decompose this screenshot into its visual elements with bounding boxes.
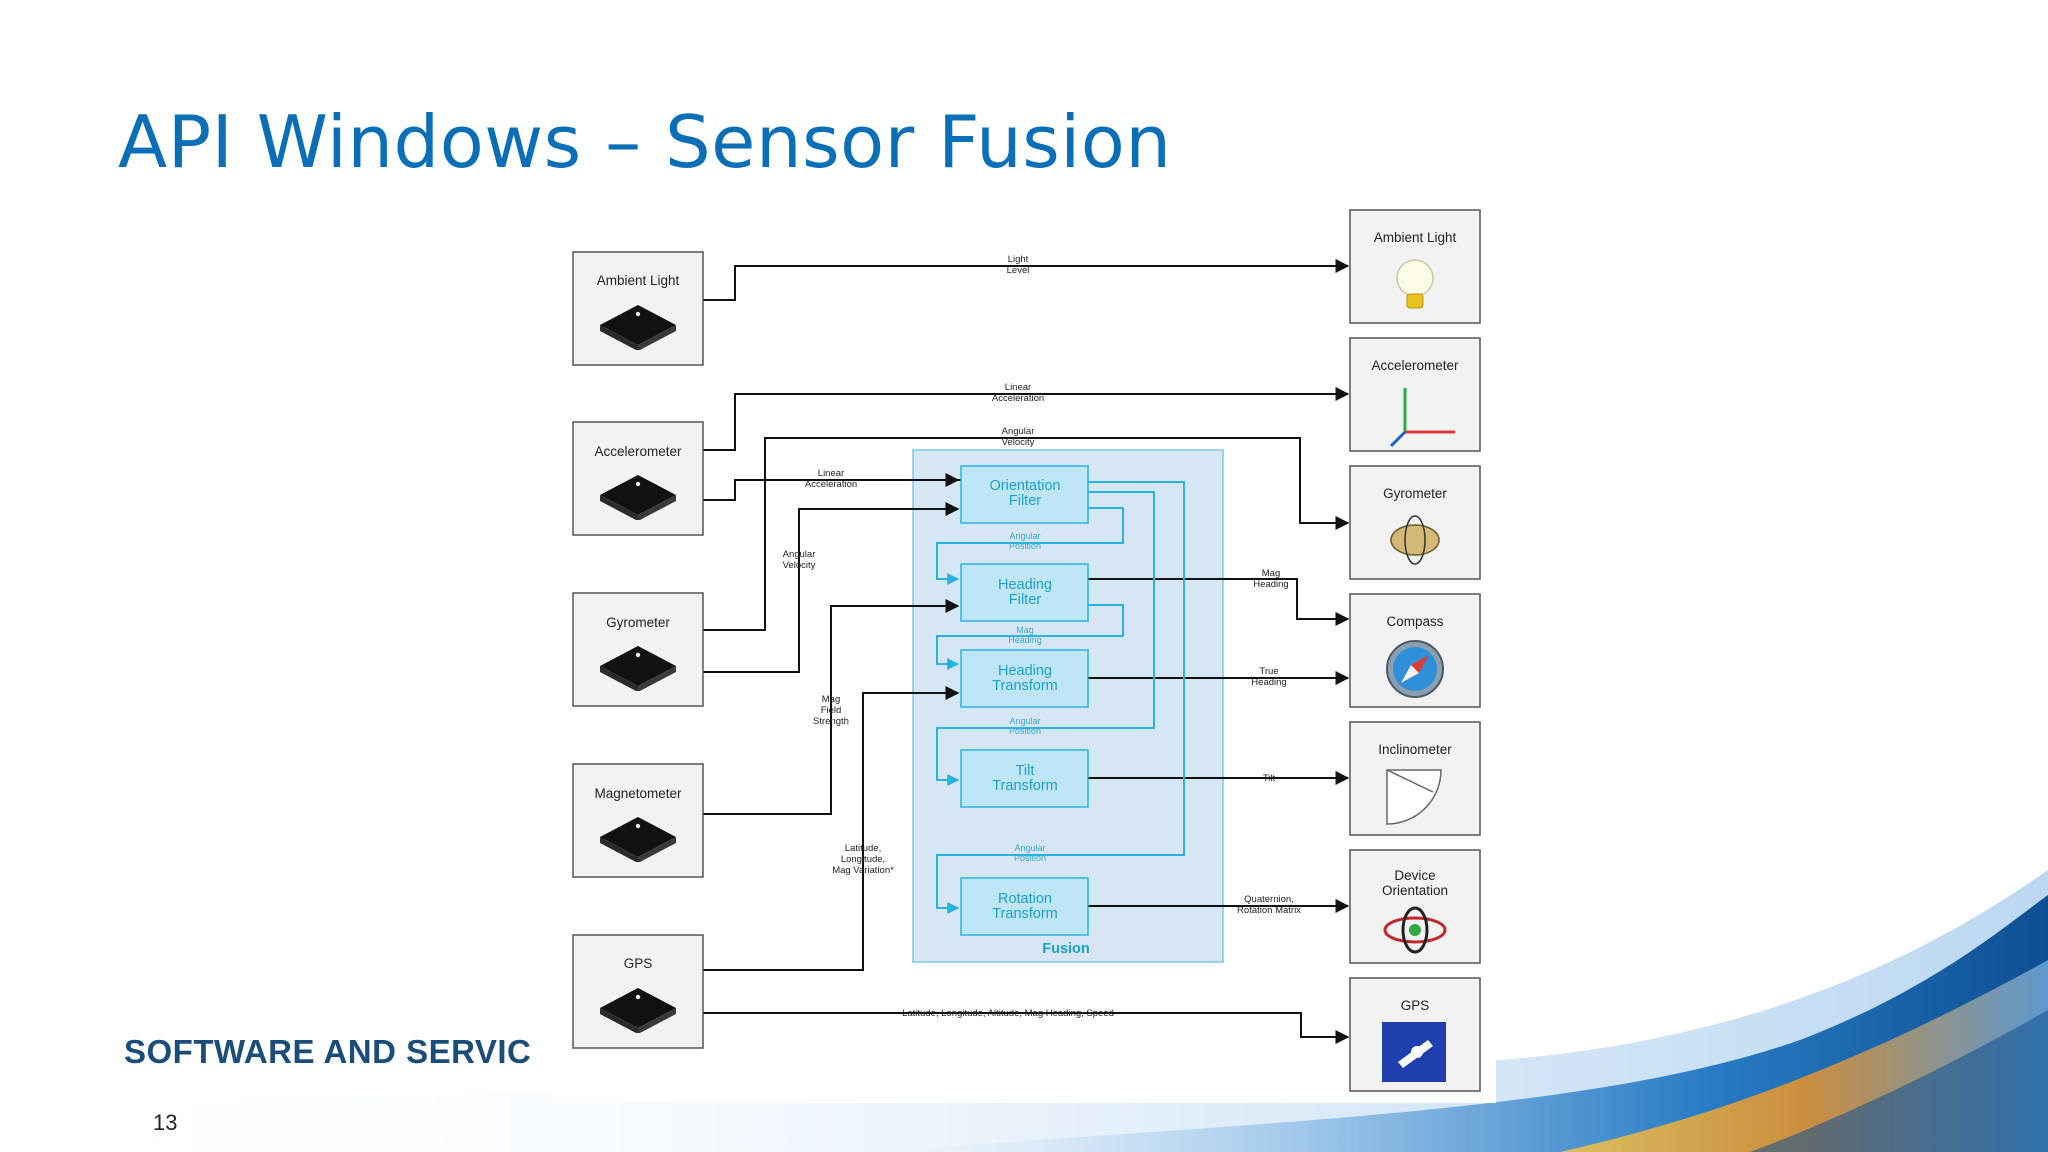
output-label: GPS	[1401, 998, 1430, 1013]
orientation-filter-label-2: Filter	[1009, 493, 1041, 509]
output-gps: GPS	[1349, 977, 1481, 1092]
flow-angular-pos-3a: Angular	[1014, 843, 1045, 853]
sensor-gyrometer: Gyrometer	[572, 592, 704, 707]
blue-headfilter-to-headtrans	[936, 604, 1124, 670]
flow-mag-field-1: Mag	[822, 694, 840, 705]
heading-transform-label-1: Heading	[998, 663, 1052, 679]
sensor-ambient-light: Ambient Light	[572, 251, 704, 366]
line-gyro-out	[703, 437, 1350, 631]
flow-mag-heading-inner-2: Heading	[1008, 635, 1042, 645]
fusion-label: Fusion	[1042, 941, 1090, 957]
flow-linear-acc-top-1: Linear	[1005, 382, 1031, 393]
flow-quaternion-1: Quaternion,	[1244, 894, 1294, 905]
flow-angular-vel-top-1: Angular	[1002, 426, 1035, 437]
flow-gps-out: Latitude, Longitude, Altitude, Mag Headi…	[902, 1008, 1114, 1019]
flow-angular-pos-2a: Angular	[1009, 716, 1040, 726]
line-gyro-in	[703, 502, 960, 673]
output-gyrometer: Gyrometer	[1349, 465, 1481, 580]
output-compass: Compass	[1349, 593, 1481, 708]
flow-light-level-2: Level	[1007, 265, 1030, 276]
orientation-filter-label-1: Orientation	[990, 478, 1061, 494]
output-label: Compass	[1386, 614, 1443, 629]
heading-transform-block	[960, 649, 1089, 708]
flow-linear-acc-top-2: Acceleration	[992, 393, 1044, 404]
flow-angular-pos-1a: Angular	[1009, 531, 1040, 541]
blue-orient-to-heading	[936, 507, 1124, 585]
sensor-gps: GPS	[572, 934, 704, 1049]
output-label: Accelerometer	[1371, 358, 1459, 373]
sensor-magnetometer: Magnetometer	[572, 763, 704, 878]
compass-icon	[1386, 640, 1444, 698]
line-mag-heading-out	[1088, 578, 1350, 626]
flow-angular-pos-1b: Position	[1009, 541, 1041, 551]
line-gps-out	[703, 1012, 1350, 1044]
flow-true-heading-1: True	[1259, 666, 1278, 677]
line-mag-in	[703, 599, 960, 815]
sensor-label: Gyrometer	[606, 615, 670, 630]
footer-brand: SOFTWARE AND SERVIC	[124, 1033, 532, 1070]
sensor-label: GPS	[624, 956, 653, 971]
protractor-icon	[1386, 769, 1442, 825]
blue-orient-to-tilt	[936, 491, 1155, 786]
flow-linear-acc-in-2: Acceleration	[805, 479, 857, 490]
diagram-canvas: Fusion	[572, 209, 1481, 1092]
flow-mag-heading-out-2: Heading	[1253, 579, 1288, 590]
tilt-transform-label-2: Transform	[992, 778, 1058, 794]
output-label: Ambient Light	[1374, 230, 1457, 245]
line-linear-acc-in	[703, 473, 960, 501]
sensor-label: Ambient Light	[597, 273, 680, 288]
flow-quaternion-2: Rotation Matrix	[1237, 905, 1301, 916]
sensor-fusion-diagram: Fusion	[553, 200, 1496, 1103]
satellite-icon	[1382, 1022, 1446, 1082]
output-label: Gyrometer	[1383, 486, 1447, 501]
flow-linear-acc-in-1: Linear	[818, 468, 844, 479]
flow-latlong-2: Longitude,	[841, 854, 885, 865]
sensor-label: Accelerometer	[594, 444, 682, 459]
heading-filter-label-2: Filter	[1009, 592, 1041, 608]
rotation-transform-label-1: Rotation	[998, 891, 1052, 907]
sensor-accelerometer: Accelerometer	[572, 421, 704, 536]
rotation-transform-block	[960, 877, 1089, 936]
tilt-transform-label-1: Tilt	[1016, 763, 1035, 779]
heading-transform-label-2: Transform	[992, 678, 1058, 694]
gyroscope-icon	[1390, 515, 1440, 565]
output-label: Inclinometer	[1378, 742, 1452, 757]
blue-orient-to-rotation	[936, 481, 1185, 914]
light-bulb-icon	[1396, 259, 1434, 309]
output-accelerometer: Accelerometer	[1349, 337, 1481, 452]
slide-title: API Windows – Sensor Fusion	[118, 100, 1172, 184]
flow-angular-vel-in-2: Velocity	[783, 560, 816, 571]
flow-mag-field-2: Field	[821, 705, 842, 716]
page-number: 13	[153, 1110, 178, 1135]
sensor-label: Magnetometer	[594, 786, 682, 801]
heading-filter-label-1: Heading	[998, 577, 1052, 593]
flow-angular-pos-3b: Position	[1014, 853, 1046, 863]
orientation-filter-block	[960, 465, 1089, 524]
flow-latlong-3: Mag Variation*	[832, 865, 894, 876]
flow-angular-vel-top-2: Velocity	[1002, 437, 1035, 448]
flow-mag-heading-inner-1: Mag	[1016, 625, 1034, 635]
flow-true-heading-2: Heading	[1251, 677, 1286, 688]
line-light-level	[703, 259, 1350, 301]
flow-mag-field-3: Strength	[813, 716, 849, 727]
line-gps-in	[703, 686, 960, 971]
tilt-transform-block	[960, 749, 1089, 808]
output-label-line2: Orientation	[1382, 883, 1448, 898]
axes-icon	[1389, 388, 1455, 448]
flow-angular-pos-2b: Position	[1009, 726, 1041, 736]
output-ambient-light: Ambient Light	[1349, 209, 1481, 324]
flow-latlong-1: Latitude,	[845, 843, 881, 854]
line-accel-out	[703, 387, 1350, 451]
rotation-rings-icon	[1383, 906, 1447, 954]
flow-tilt: Tilt	[1263, 773, 1276, 784]
flow-angular-vel-in-1: Angular	[783, 549, 816, 560]
rotation-transform-label-2: Transform	[992, 906, 1058, 922]
flow-light-level-1: Light	[1008, 254, 1029, 265]
output-inclinometer: Inclinometer	[1349, 721, 1481, 836]
flow-mag-heading-out-1: Mag	[1262, 568, 1280, 579]
output-device-orientation: Device Orientation	[1349, 849, 1481, 964]
output-label-line1: Device	[1394, 868, 1435, 883]
heading-filter-block	[960, 563, 1089, 622]
